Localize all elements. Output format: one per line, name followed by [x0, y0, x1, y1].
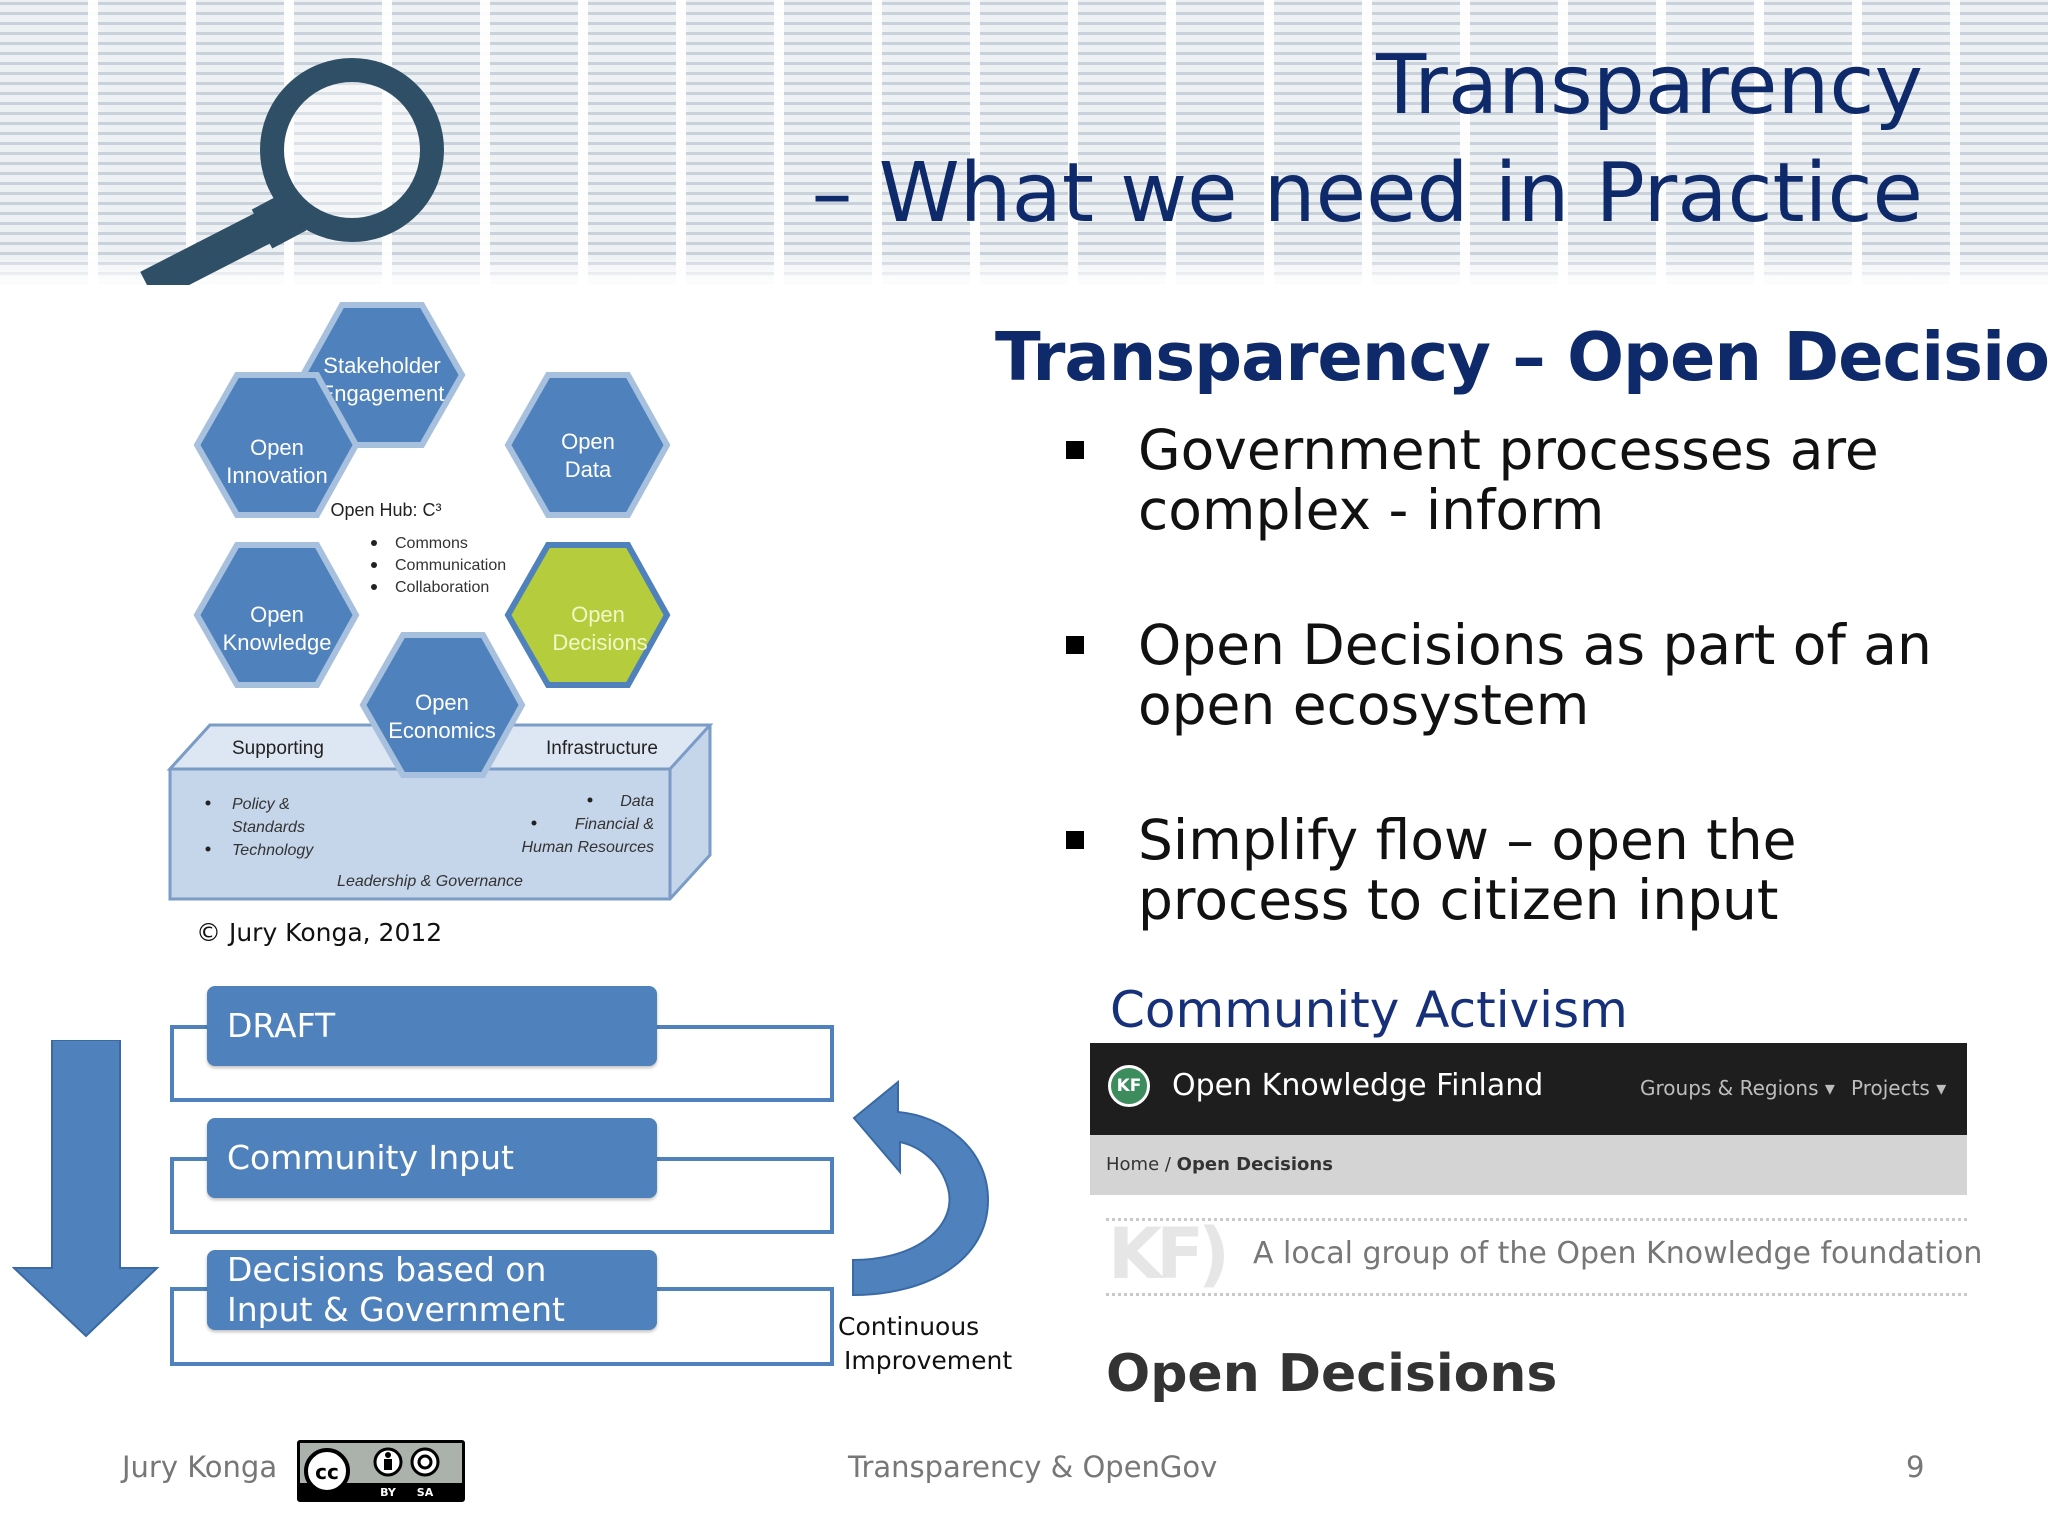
copyright-note: © Jury Konga, 2012 — [196, 918, 443, 947]
breadcrumb-bar — [1090, 1135, 1967, 1195]
base-left-title: Supporting — [232, 738, 324, 759]
flow-frame-edge — [655, 1157, 830, 1161]
base-right-item: Human Resources — [522, 839, 655, 856]
footer-author: Jury Konga — [122, 1450, 278, 1484]
flow-frame-edge — [655, 1025, 830, 1029]
cc-by-label: BY — [380, 1486, 397, 1499]
base-right-item: Financial & — [575, 816, 654, 833]
open-hub-hexagon-diagram: Stakeholder Engagement Open Innovation O… — [166, 302, 714, 901]
breadcrumb-home[interactable]: Home — [1106, 1154, 1160, 1175]
cc-badge-graphic: cc BY SA — [300, 1447, 462, 1499]
hex-label: Open — [415, 690, 469, 715]
section-subtitle: Transparency – Open Decisions — [995, 318, 2048, 396]
cycle-label-line: Improvement — [844, 1346, 1013, 1375]
banner-fade — [0, 255, 2048, 285]
breadcrumb-current: Open Decisions — [1176, 1154, 1333, 1175]
breadcrumb: Home / Open Decisions — [1106, 1154, 1333, 1175]
hub-title: Open Hub: C³ — [330, 500, 441, 520]
menu-groups-regions[interactable]: Groups & Regions ▾ — [1640, 1076, 1835, 1100]
flow-frame-edge — [170, 1025, 210, 1029]
okf-navbar — [1090, 1043, 1967, 1135]
caret-down-icon: ▾ — [1929, 1076, 1947, 1100]
hex-label: Innovation — [226, 463, 328, 488]
page-number: 9 — [1906, 1450, 1925, 1484]
hub-item: Commons — [395, 535, 468, 552]
okf-logo-icon[interactable]: KF — [1108, 1065, 1150, 1107]
hex-open-innovation: Open Innovation — [193, 372, 360, 518]
hub-item: Collaboration — [395, 579, 489, 596]
hex-label: Data — [565, 457, 612, 482]
bullet-square — [1066, 636, 1084, 654]
hex-open-knowledge: Open Knowledge — [193, 542, 360, 688]
hex-label: Open — [561, 429, 615, 454]
flow-frame-edge — [170, 1157, 210, 1161]
cycle-label-line: Continuous — [838, 1312, 980, 1341]
bullet-item: Simplify flow – open the process to citi… — [1138, 808, 1797, 932]
flow-frame-edge — [655, 1287, 830, 1291]
base-left-item: Technology — [232, 842, 314, 859]
okf-watermark-logo: KF) — [1108, 1213, 1230, 1295]
hex-open-economics: Open Economics — [359, 632, 526, 778]
page-title-line1: Transparency — [1376, 38, 1923, 133]
bullet-item: Open Decisions as part of an open ecosys… — [1138, 613, 1932, 737]
sa-share-icon — [410, 1447, 440, 1477]
cycle-arrow-icon — [852, 1080, 990, 1297]
hex-label: Open — [571, 602, 625, 627]
bullet-square — [1066, 831, 1084, 849]
down-arrow-icon — [12, 1040, 160, 1338]
okf-tagline: A local group of the Open Knowledge foun… — [1253, 1236, 1983, 1271]
hex-label: Economics — [388, 718, 496, 743]
base-right-item: Data — [620, 793, 654, 810]
flow-frame-edge — [170, 1287, 210, 1291]
menu-projects[interactable]: Projects ▾ — [1851, 1076, 1946, 1100]
base-left-item: Policy & — [232, 796, 290, 813]
okf-site-name[interactable]: Open Knowledge Finland — [1172, 1068, 1544, 1103]
community-activism-title: Community Activism — [1110, 981, 1628, 1039]
okf-page-heading: Open Decisions — [1106, 1344, 1558, 1404]
base-right-title: Infrastructure — [546, 738, 658, 759]
base-left-item: Standards — [232, 819, 305, 836]
cc-sa-label: SA — [417, 1486, 434, 1499]
cc-license-badge: cc BY SA — [297, 1440, 465, 1502]
caret-down-icon: ▾ — [1818, 1076, 1835, 1100]
flow-step-community-input: Community Input — [207, 1118, 657, 1198]
flow-step-draft: DRAFT — [207, 986, 657, 1066]
footer-center-title: Transparency & OpenGov — [848, 1450, 1218, 1484]
hex-open-decisions: Open Decisions — [504, 542, 671, 688]
hex-stakeholder-engagement: Stakeholder Engagement — [299, 302, 466, 448]
base-bottom-label: Leadership & Governance — [337, 873, 523, 890]
hex-label: Engagement — [320, 381, 445, 406]
tagline-band — [1106, 1218, 1967, 1296]
menu-label: Projects — [1851, 1076, 1930, 1100]
flow-step-decisions: Decisions based on Input & Government Go… — [207, 1250, 657, 1369]
bullet-item: Government processes are complex - infor… — [1138, 418, 1879, 542]
hex-label: Stakeholder — [323, 353, 440, 378]
page-title-line2: – What we need in Practice — [811, 146, 1923, 241]
breadcrumb-separator: / — [1159, 1154, 1177, 1175]
menu-label: Groups & Regions — [1640, 1076, 1819, 1100]
bullet-square — [1066, 441, 1084, 459]
hex-label: Open — [250, 602, 304, 627]
hex-label: Decisions — [552, 630, 647, 655]
hex-label: Knowledge — [223, 630, 332, 655]
continuous-improvement-label: Continuous Improvement — [838, 1310, 1012, 1378]
cc-label: cc — [315, 1460, 339, 1484]
hex-label: Open — [250, 435, 304, 460]
hex-open-data: Open Data — [504, 372, 671, 518]
magnifier-icon — [140, 58, 444, 285]
hub-item: Communication — [395, 557, 506, 574]
